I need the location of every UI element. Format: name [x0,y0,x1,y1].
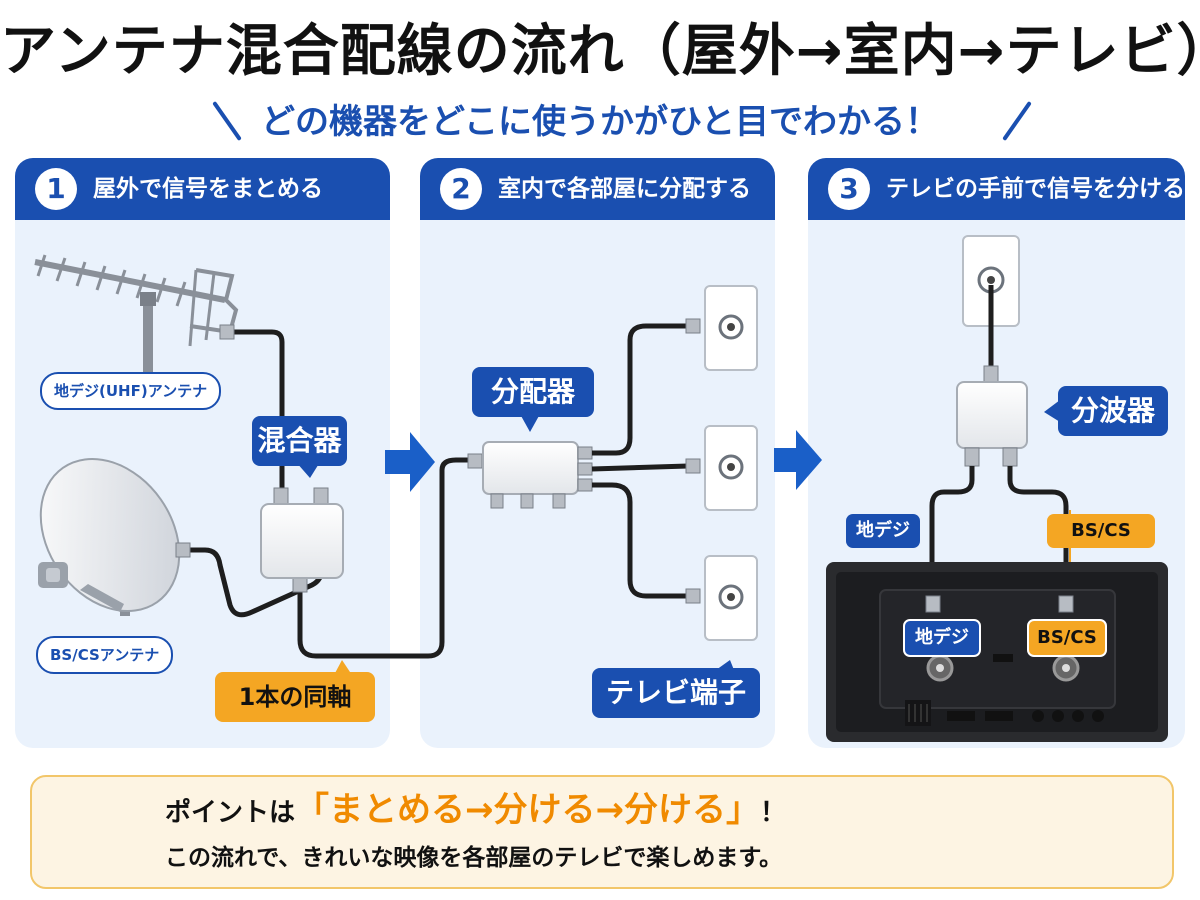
tv-outlet-tag: テレビ端子 [592,668,760,718]
flow-arrow-2 [774,430,822,490]
page-title: アンテナ混合配線の流れ（屋外→室内→テレビ） [0,19,1200,84]
cable-dist-to-outlet-3 [592,482,688,599]
distributor-box-icon [467,441,593,509]
bscs-cable-tag: BS/CS [1047,514,1155,548]
point-highlight: 「まとめる→分ける→分ける」 [295,790,760,830]
cable-mixer-to-distributor [297,457,470,659]
separator-box-icon [956,381,1028,467]
tv-outlet-top-icon [962,235,1020,327]
tv-bscs-input-label: BS/CS [1027,619,1107,657]
step-2-number: 2 [440,168,482,210]
tv-outlet-1-icon [704,285,758,371]
cable-uhf-to-mixer [228,329,285,498]
distributor-tag: 分配器 [472,367,594,417]
bs-dish-icon [38,457,181,616]
tv-outlet-3-icon [704,555,758,641]
page-subtitle: どの機器をどこに使うかがひと目でわかる！ [261,102,939,142]
uhf-antenna-label: 地デジ(UHF)アンテナ [40,372,222,410]
step-1-number: 1 [35,168,77,210]
step-3-title: テレビの手前で信号を分ける [886,176,1185,202]
cable-tag-pointer [334,660,352,675]
point-prefix: ポイントは [165,798,296,828]
step-1-title: 屋外で信号をまとめる [93,176,323,202]
distributor-tag-pointer [520,414,540,432]
mixer-tag-pointer [296,462,320,478]
bs-antenna-label: BS/CSアンテナ [36,636,174,674]
tv-terrestrial-input-label: 地デジ [903,619,981,657]
tv-outlet-2-icon [704,425,758,511]
single-cable-tag: 1本の同軸 [215,672,375,722]
point-line-2: この流れで、きれいな映像を各部屋のテレビで楽しめます。 [165,845,783,871]
separator-tag-pointer [1044,400,1060,422]
cable-separator-terrestrial [929,466,975,600]
step-3-header: 3 テレビの手前で信号を分ける [808,158,1185,220]
cable-dist-to-outlet-1 [592,323,688,456]
separator-tag: 分波器 [1058,386,1168,436]
step-1-header: 1 屋外で信号をまとめる [15,158,390,220]
point-suffix: ！ [760,798,787,828]
cable-dist-to-outlet-2 [591,463,689,472]
point-box [30,775,1174,889]
flow-arrow-1 [385,432,435,492]
step-2-title: 室内で各部屋に分配する [498,176,751,202]
terrestrial-cable-tag: 地デジ [846,514,920,548]
mixer-box-icon [260,487,344,593]
cable-separator-bscs [1007,466,1069,600]
uhf-antenna-icon [34,254,239,372]
mixer-tag: 混合器 [252,416,347,466]
tv-rear-icon [826,562,1168,742]
step-3-number: 3 [828,168,870,210]
step-2-header: 2 室内で各部屋に分配する [420,158,775,220]
point-line-1: ポイントは「まとめる→分ける→分ける」！ [165,785,786,835]
